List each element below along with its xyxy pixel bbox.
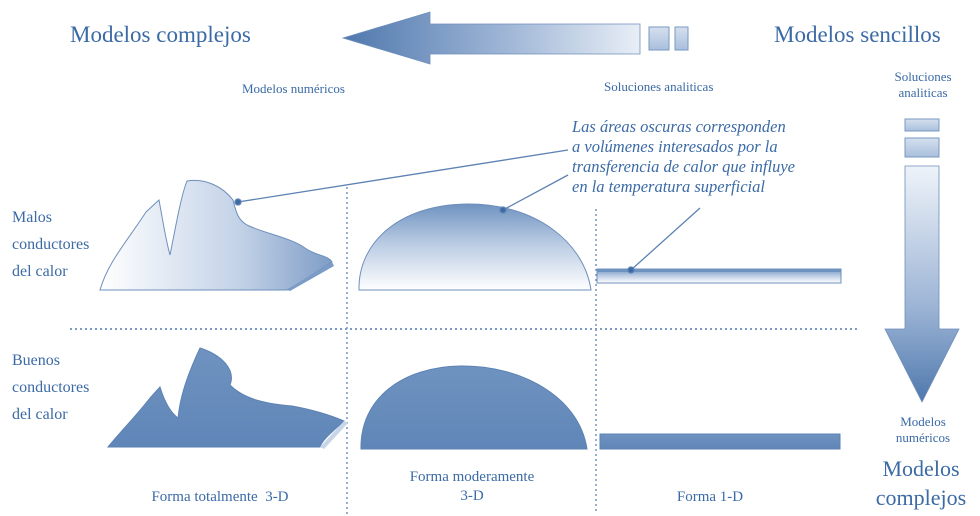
arrow-box-1 xyxy=(648,26,670,51)
arrow-to-complex xyxy=(341,11,641,65)
shape-good-3d xyxy=(106,347,348,449)
shape-good-1d xyxy=(599,433,841,450)
column-label-1d: Forma 1-D xyxy=(676,489,744,505)
annotation-line: a volúmenes interesados por la xyxy=(572,137,778,156)
title-simple-models: Modelos sencillos xyxy=(774,22,941,47)
annotation-line: Las áreas oscuras corresponden xyxy=(572,117,786,136)
row-label-good-conductors: Buenos conductores del calor xyxy=(12,352,90,423)
shape-good-moderate xyxy=(360,365,588,450)
column-label-moderate-3d: Forma moderamente 3-D xyxy=(409,469,535,504)
annotation-pointers xyxy=(234,149,701,274)
shape-bad-3d xyxy=(99,179,334,291)
row-label-bad-conductors: Malos conductores del calor xyxy=(12,209,90,280)
vertical-box-2 xyxy=(904,137,940,158)
column-label-full-3d: Forma totalmente 3-D xyxy=(151,489,289,505)
right-label-numeric-models: Modelos numéricos xyxy=(895,414,951,445)
annotation-line: transferencia de calor que influye xyxy=(572,157,795,176)
shape-bad-1d xyxy=(596,268,842,284)
annotation-note: Las áreas oscuras corresponden a volúmen… xyxy=(572,117,877,197)
arrow-to-complex-vertical xyxy=(884,165,960,403)
vertical-box-1 xyxy=(904,118,940,132)
shape-bad-moderate xyxy=(358,203,592,291)
title-complex-models: Modelos complejos xyxy=(70,22,251,47)
subheader-numeric-models: Modelos numéricos xyxy=(242,81,345,96)
right-title-complex-models: Modelos complejos xyxy=(875,456,967,510)
right-label-analytic-solutions: Soluciones analiticas xyxy=(894,69,952,100)
annotation-line: en la temperatura superficial xyxy=(572,177,765,196)
subheader-analytic-solutions: Soluciones analiticas xyxy=(604,79,714,94)
arrow-box-2 xyxy=(674,26,689,51)
